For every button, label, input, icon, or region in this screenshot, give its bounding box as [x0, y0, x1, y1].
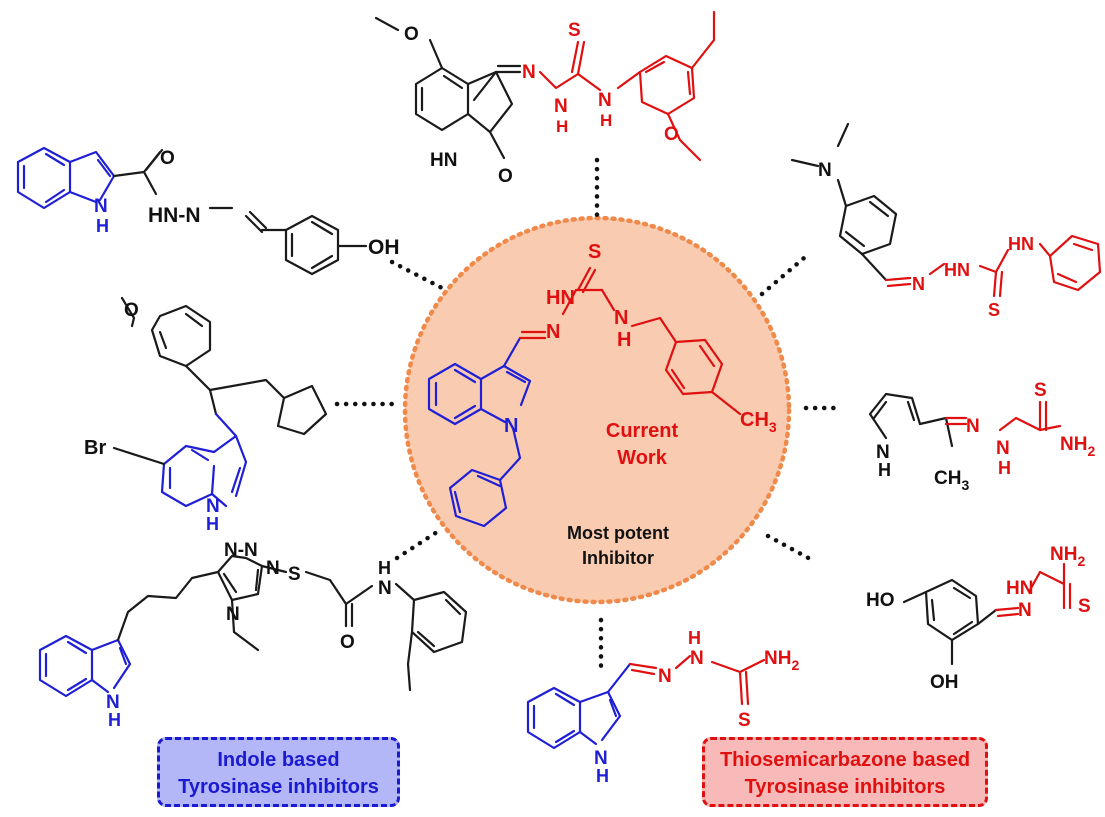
lr-atom-n: N — [1018, 600, 1032, 621]
molecule-lower-right — [902, 562, 1072, 666]
left-atom-br: Br — [84, 437, 106, 459]
molecule-upper-left-hydrazide — [16, 146, 368, 276]
molecule-left-bromoindole — [112, 296, 328, 508]
right-atom-nh: N — [996, 438, 1010, 459]
lr-atom-hn: HN — [1006, 578, 1033, 599]
top-atom-o: O — [404, 24, 419, 45]
bottom-atom-n2: N — [690, 648, 704, 669]
ll-atom-nn: N-N — [224, 540, 258, 561]
ur-atom-n: N — [818, 160, 832, 181]
ul-atom-oh: OH — [368, 236, 400, 259]
right-atom-h: H — [878, 460, 891, 480]
center-label-current: Current — [606, 420, 679, 442]
ul-atom-o: O — [160, 148, 175, 169]
top-atom-s: S — [568, 20, 581, 41]
legend-thio-line2: Tyrosinase inhibitors — [744, 776, 946, 798]
right-atom-ch3: CH3 — [934, 468, 969, 493]
bottom-atom-indole-h: H — [596, 766, 609, 786]
top-atom-h2: H — [600, 111, 612, 130]
central-atom-n: N — [546, 321, 560, 343]
top-atom-methoxy-o: O — [664, 124, 679, 145]
ul-atom-hnn: HN-N — [148, 204, 201, 227]
legend-indole-line2: Tyrosinase inhibitors — [178, 776, 379, 798]
bottom-atom-s: S — [738, 710, 751, 731]
ul-atom-h: H — [96, 216, 109, 236]
legend-indole-based: Indole based Tyrosinase inhibitors — [157, 737, 400, 807]
bottom-atom-indole-n: N — [594, 748, 608, 769]
molecule-right-pyrrole — [868, 392, 1062, 448]
molecule-lower-left-triazole — [38, 554, 468, 698]
lr-atom-oh: OH — [930, 672, 959, 693]
ll-atom-indole-n: N — [106, 692, 120, 713]
central-molecule — [427, 266, 742, 528]
connector-dots — [334, 157, 845, 675]
central-atom-ch3: CH3 — [740, 409, 777, 435]
bottom-atom-n: N — [658, 666, 672, 687]
left-atom-o: O — [124, 300, 139, 321]
central-atom-hn: HN — [546, 287, 575, 309]
legend-thio-line1: Thiosemicarbazone based — [719, 749, 971, 771]
ll-atom-s: S — [288, 564, 301, 585]
top-atom-h1: H — [556, 117, 568, 136]
lr-atom-nh2: NH2 — [1050, 544, 1085, 569]
central-atom-indole-n: N — [504, 415, 518, 437]
center-caption-potent: Most potent — [567, 523, 669, 543]
central-atom-nh: N — [614, 307, 628, 329]
ll-atom-o: O — [340, 632, 355, 653]
right-atom-s: S — [1034, 380, 1047, 401]
center-label-work: Work — [617, 447, 668, 469]
molecule-upper-right — [790, 122, 1102, 298]
ll-atom-indole-h: H — [108, 710, 121, 730]
ll-atom-n-amide: N — [378, 578, 392, 599]
ur-atom-hn: HN — [944, 260, 970, 280]
molecule-top-isatin — [374, 10, 716, 162]
center-caption-inhibitor: Inhibitor — [582, 548, 654, 568]
lr-atom-s: S — [1078, 596, 1091, 617]
bottom-atom-h: H — [688, 628, 701, 648]
top-atom-ketone-o: O — [498, 166, 513, 187]
center-circle — [402, 215, 792, 605]
top-atom-hn: HN — [430, 150, 457, 171]
top-atom-n: N — [522, 62, 536, 83]
right-atom-n2: N — [966, 416, 980, 437]
left-atom-n: N — [206, 496, 220, 517]
top-atom-nh1: N — [554, 96, 568, 117]
bottom-atom-nh2: NH2 — [764, 648, 799, 673]
molecule-bottom-indole — [526, 654, 766, 750]
central-atom-h: H — [617, 329, 631, 351]
ur-atom-hn2: HN — [1008, 234, 1034, 254]
ll-atom-h: H — [378, 558, 391, 578]
left-atom-h: H — [206, 514, 219, 534]
lr-atom-ho: HO — [866, 590, 895, 611]
ul-atom-n: N — [94, 196, 108, 217]
legend-thiosemicarbazone-based: Thiosemicarbazone based Tyrosinase inhib… — [702, 737, 988, 807]
right-atom-nh2: NH2 — [1060, 434, 1095, 459]
central-atom-s: S — [588, 241, 601, 263]
ur-atom-s: S — [988, 300, 1000, 320]
ll-atom-n-ring: N — [266, 558, 280, 579]
right-atom-n: N — [876, 442, 890, 463]
right-atom-h2: H — [998, 458, 1011, 478]
ll-atom-n-ring2: N — [226, 604, 240, 625]
ur-atom-n2: N — [912, 274, 925, 294]
top-atom-nh2: N — [598, 90, 612, 111]
legend-indole-line1: Indole based — [217, 749, 340, 771]
